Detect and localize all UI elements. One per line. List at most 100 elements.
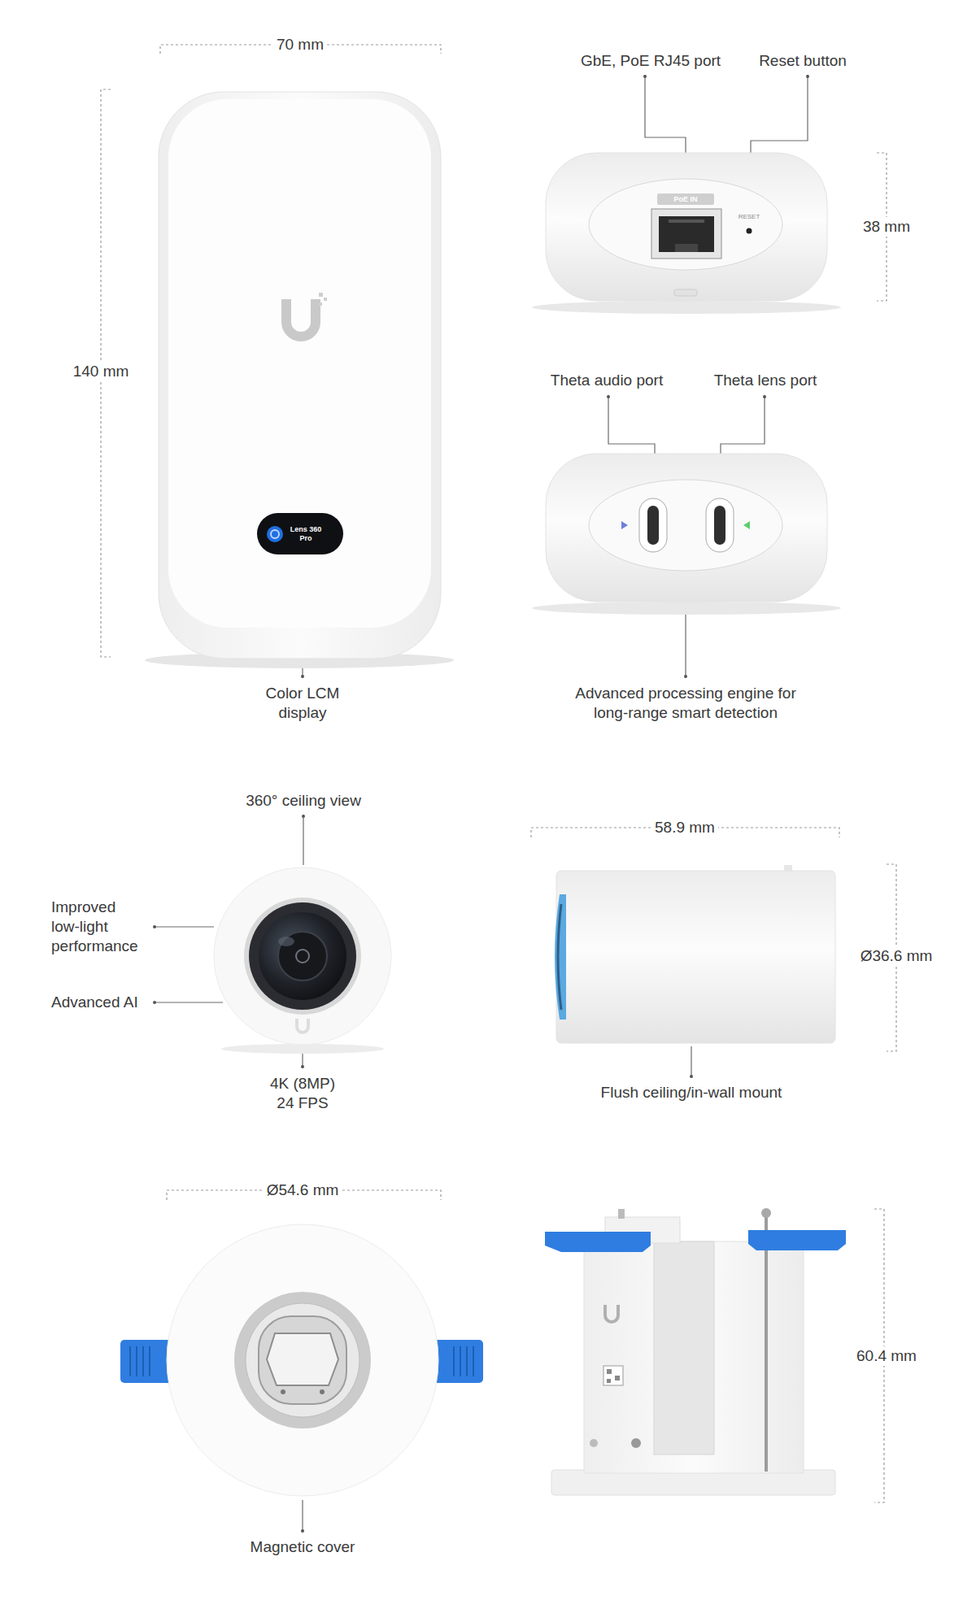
lens-side-part: [554, 894, 567, 1020]
processing-unit-front: [144, 91, 454, 669]
lcm-icon: [265, 524, 285, 545]
processing-unit-bottom-part: [531, 601, 841, 615]
printed-marking: RESET: [737, 213, 762, 222]
leader-lines-part: [302, 814, 304, 866]
mount-side-part: [631, 1438, 641, 1449]
lens-front-part: [213, 867, 392, 1046]
mount-front-part: [266, 1333, 339, 1386]
dimension-label: 60.4 mm: [853, 1346, 920, 1367]
dimension-label: 38 mm: [859, 217, 914, 237]
mount-side-part: [653, 1241, 715, 1456]
lens-front-part: [296, 1019, 309, 1033]
callout-label: Improved low-light performance: [47, 897, 151, 957]
badge-text: PoE IN: [673, 195, 698, 205]
lens-front-part: [296, 949, 310, 963]
processing-unit-bottom: [531, 453, 841, 615]
mount-side-part: [761, 1208, 772, 1219]
callout-label: Theta audio port: [547, 370, 667, 391]
processing-unit-top-part: [545, 152, 828, 301]
leader-lines-part: [154, 926, 214, 928]
mount-side-part: [618, 1209, 625, 1220]
leader-lines-part: [684, 612, 686, 679]
callout-label: GbE, PoE RJ45 port: [577, 51, 724, 71]
mount-front-part: [245, 1303, 360, 1418]
leader-dots-part: [643, 74, 647, 79]
mount-front-part: [280, 1389, 286, 1395]
callout-label: Advanced AI: [47, 993, 142, 1013]
processing-unit-bottom-part: [714, 505, 726, 545]
callout-label: Color LCM display: [246, 684, 359, 724]
processing-unit-bottom-part: [545, 453, 828, 602]
processing-unit-top-part: [588, 178, 783, 271]
processing-unit-top-part: [658, 216, 715, 253]
mount-front-part: [234, 1292, 371, 1430]
mount-side-part: [605, 1305, 619, 1323]
lens-front-part: [278, 936, 295, 947]
processing-unit-bottom-part: [639, 498, 667, 553]
mount-front-part: [166, 1224, 439, 1497]
dimension-label: Ø36.6 mm: [857, 946, 937, 967]
lens-front-part: [244, 897, 362, 1016]
leader-dots-part: [301, 814, 305, 819]
mount-front-part-part: [130, 1346, 150, 1377]
dimension-label: 140 mm: [69, 361, 133, 382]
port-label-badge: PoE IN: [657, 193, 715, 205]
callout-label: 4K (8MP) 24 FPS: [261, 1074, 345, 1114]
processing-unit-bottom-part: [705, 498, 734, 553]
lens-front: [213, 867, 392, 1055]
callout-label: Advanced processing engine for long-rang…: [564, 684, 807, 724]
mount-side-part: [614, 1376, 620, 1382]
processing-unit-top-part: [651, 209, 722, 259]
processing-unit-bottom-part: [647, 505, 659, 545]
mount-side-part: [544, 1232, 651, 1253]
leader-dots-part: [762, 395, 767, 399]
processing-unit-top-part: [746, 228, 753, 235]
callout-label: Reset button: [755, 51, 850, 71]
mount-side-part: [603, 1366, 624, 1386]
leader-dots-part: [300, 675, 305, 679]
mount-side-part: [589, 1439, 598, 1448]
processing-unit-bottom-part: [588, 479, 783, 571]
leader-dots-part: [300, 1529, 305, 1534]
processing-unit-bottom-part: [743, 521, 750, 530]
processing-unit-front-part: [318, 302, 323, 306]
lens-side-part: [556, 871, 836, 1044]
mount-side-part: [764, 1213, 768, 1473]
callout-label: Magnetic cover: [247, 1538, 359, 1558]
leader-dots-part: [606, 395, 610, 399]
callout-label: Flush ceiling/in-wall mount: [597, 1083, 786, 1103]
lens-side: [554, 865, 836, 1044]
processing-unit-top-part: [674, 289, 698, 297]
mount-side-part: [606, 1379, 611, 1384]
lens-side-part: [784, 865, 793, 872]
lens-front-part: [248, 902, 357, 1011]
leader-dots-part: [152, 925, 157, 929]
processing-unit-front-part: [158, 91, 441, 659]
processing-unit-front-part: [168, 99, 432, 628]
processing-unit-bottom-part: [621, 521, 628, 530]
leader-dots-part: [300, 1065, 305, 1069]
leader-dots-part: [806, 74, 810, 79]
dimension-lines: [100, 44, 897, 1504]
mount-front: [120, 1224, 484, 1497]
mount-side-part: [606, 1369, 612, 1375]
leader-dots-part: [689, 1075, 693, 1079]
leader-dots-part: [684, 675, 688, 679]
leader-dots-part: [152, 1001, 157, 1005]
display-text: Lens 360 Pro: [289, 525, 323, 544]
mount-side-part: [748, 1230, 846, 1251]
mount-front-part: [319, 1389, 325, 1395]
leader-lines-part: [154, 1002, 223, 1003]
lens-front-part: [221, 1044, 384, 1055]
lcm-icon-part: [270, 530, 279, 539]
lens-front-part: [258, 912, 347, 1001]
lcm-display: Lens 360 Pro: [257, 513, 344, 555]
dimension-label: Ø54.6 mm: [263, 1180, 343, 1201]
processing-unit-top-part: [531, 300, 841, 314]
callout-label: Theta lens port: [710, 370, 821, 391]
callout-label: 360° ceiling view: [242, 791, 365, 811]
mount-side: [544, 1208, 846, 1496]
lens-side-part: [557, 904, 562, 1011]
